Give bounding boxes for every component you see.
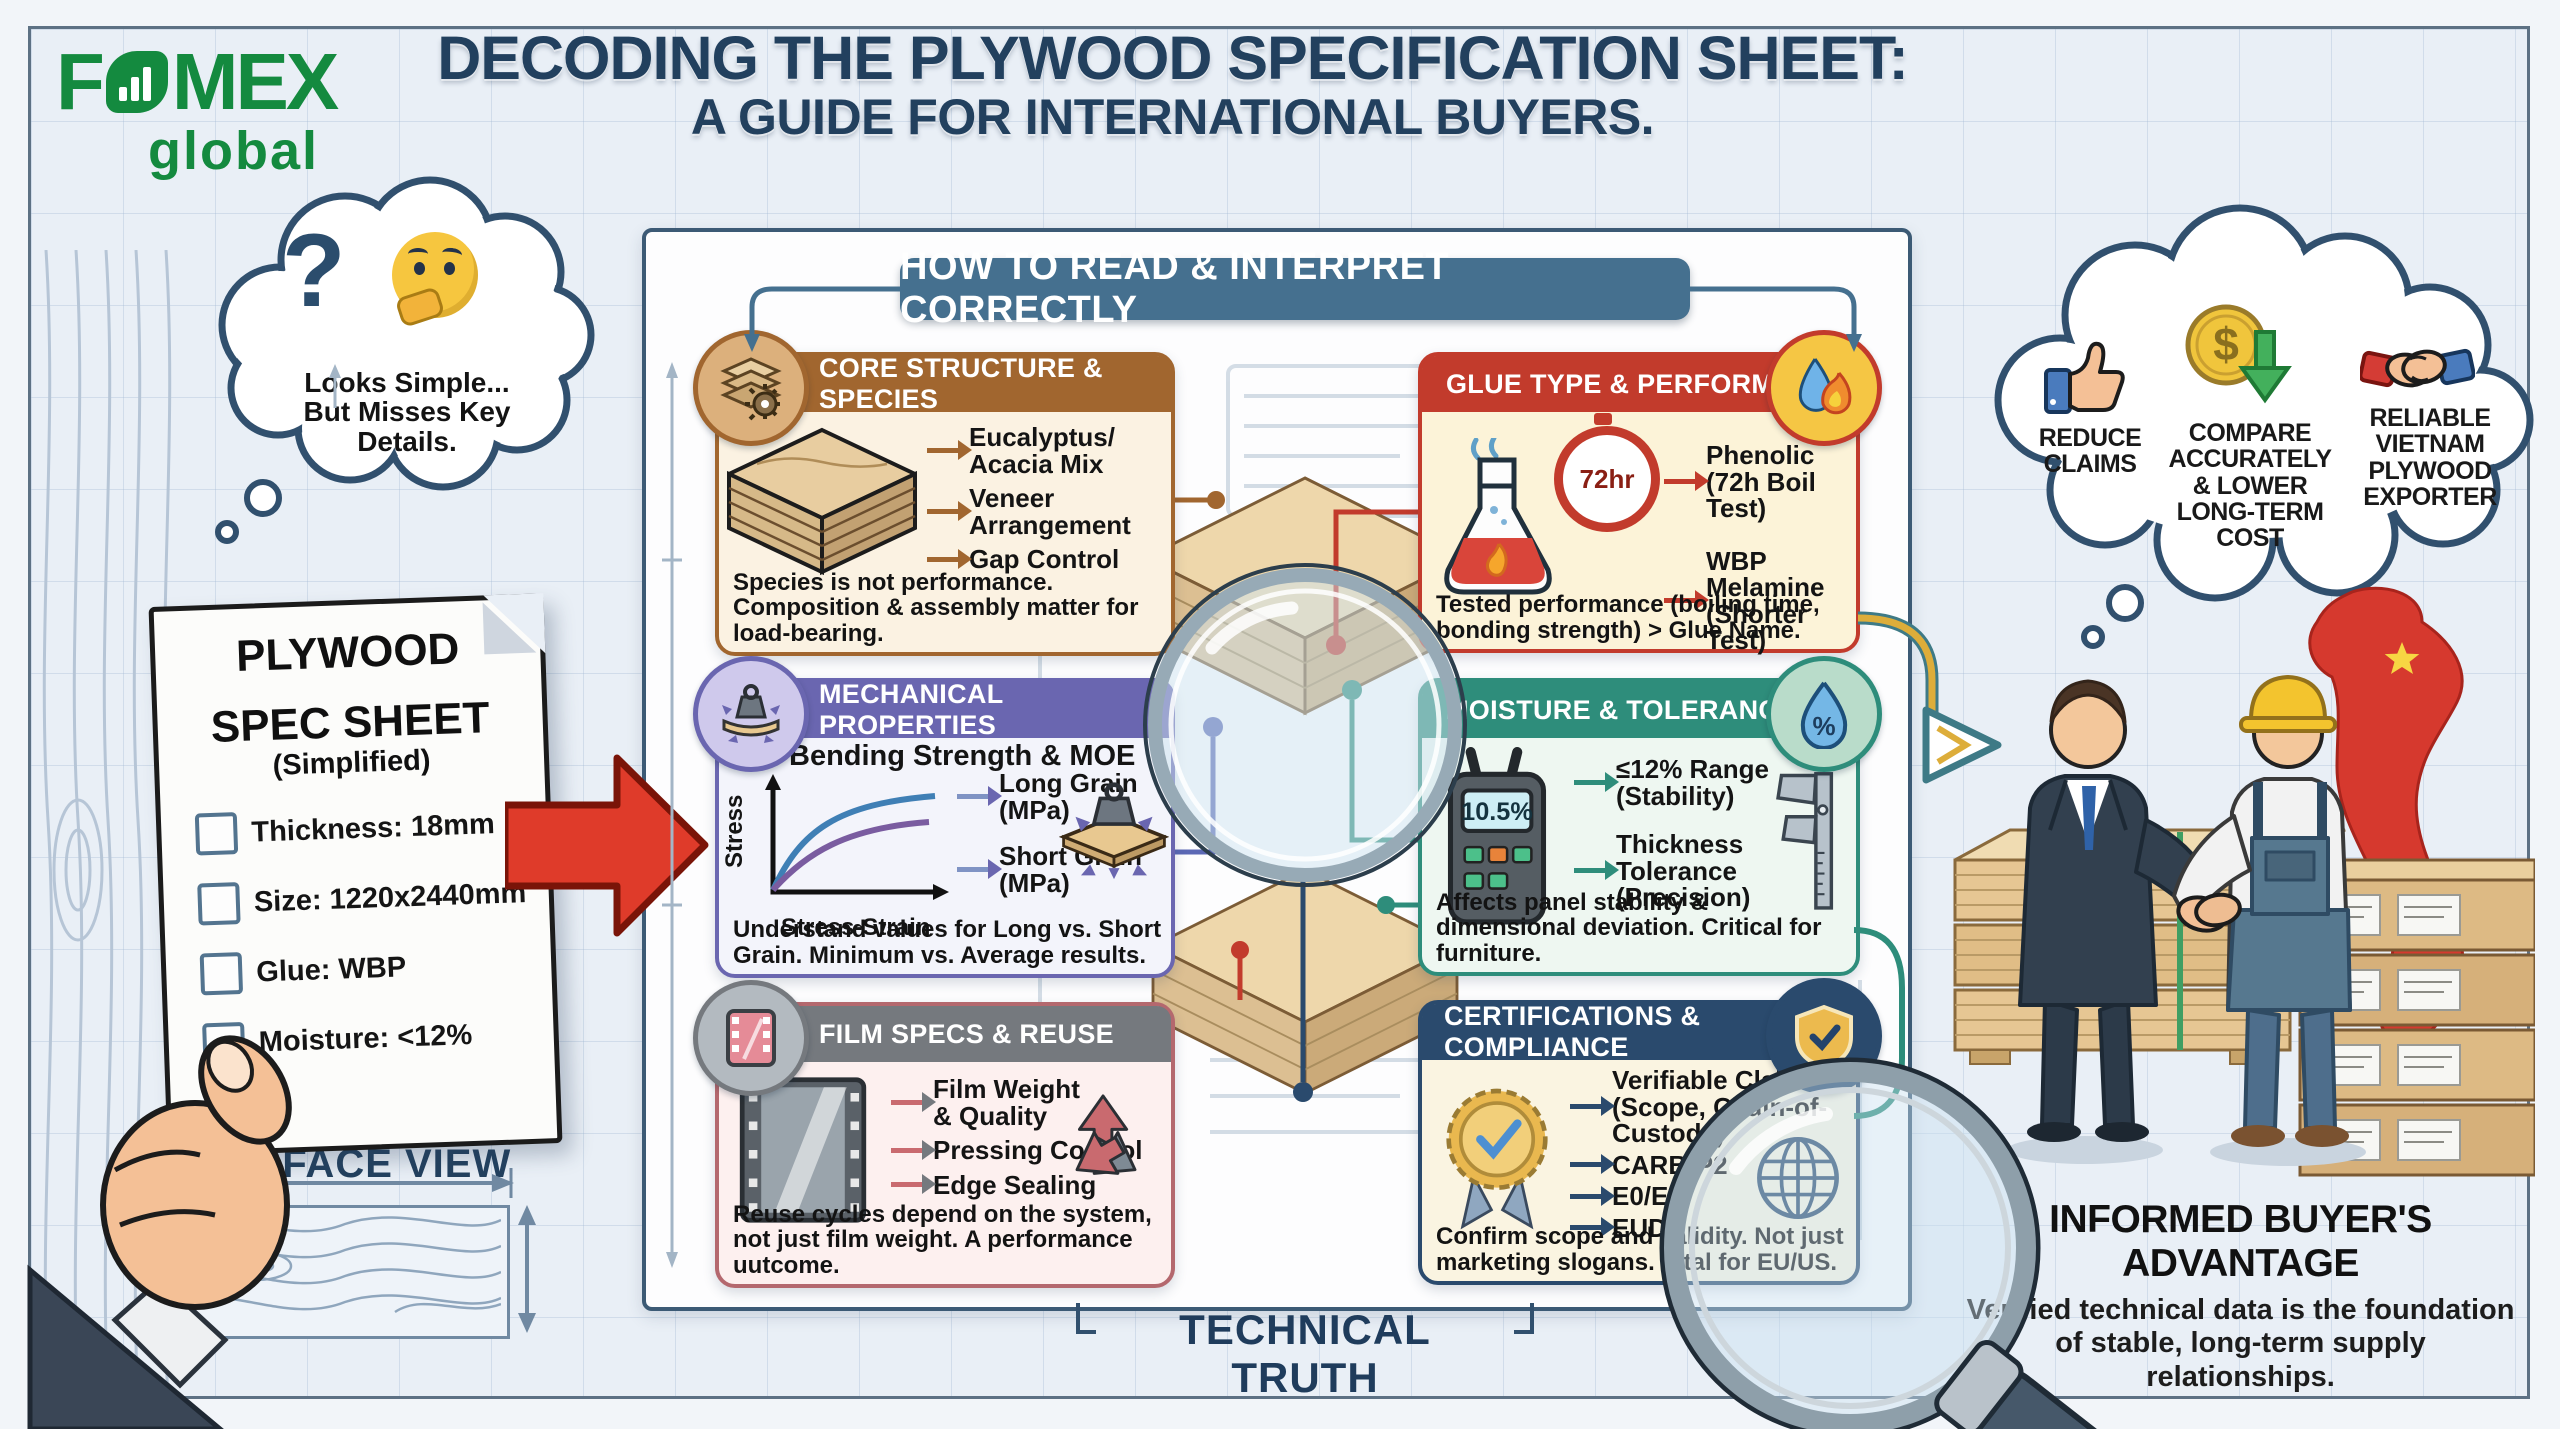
- arrow-icon: [1664, 590, 1709, 611]
- list-item: WBP Melamine (Shorter Test): [1664, 547, 1856, 654]
- question-mark: ?: [282, 213, 346, 329]
- star-icon: [2384, 642, 2420, 674]
- benefit-reduce-claims: REDUCE CLAIMS: [2038, 424, 2142, 479]
- card-footer: Tested performance (boiling time, bondin…: [1436, 591, 1820, 644]
- benefits-cloud: [1994, 204, 2534, 649]
- globe-icon: [1757, 1137, 1839, 1219]
- card-subtitle: Bending Strength & MOE: [789, 740, 1136, 772]
- card-core-structure: CORE STRUCTURE & SPECIES Eucalyptus/ Aca…: [693, 330, 1175, 656]
- informed-buyers-advantage: INFORMED BUYER'S ADVANTAGE Verified tech…: [1958, 1198, 2523, 1394]
- handshake-icon: [2360, 348, 2475, 388]
- stress-strain-chart: [765, 774, 949, 900]
- card-mechanical: MECHANICAL PROPERTIES Bending Strength &…: [693, 656, 1175, 978]
- certificate-medal-icon: [1446, 1088, 1548, 1230]
- vertical-dimension-arrow: [518, 1205, 536, 1333]
- advantage-title: INFORMED BUYER'S ADVANTAGE: [2049, 1198, 2432, 1285]
- technical-truth-label: TECHNICAL TRUTH: [1179, 1306, 1431, 1401]
- checkbox[interactable]: [194, 812, 239, 856]
- plywood-crates-stack: [2298, 858, 2535, 1177]
- card-footer: Species is not performance. Composition …: [733, 568, 1139, 647]
- arrow-icon: [927, 440, 972, 461]
- list-item: Edge Sealing: [891, 1172, 1142, 1199]
- film-strip-icon: [693, 980, 809, 1096]
- arrow-icon: [891, 1092, 936, 1113]
- fomex-logo: F MEX: [56, 36, 339, 128]
- water-drop-percent-icon: %: [1766, 656, 1882, 772]
- title-line-1: DECODING THE PLYWOOD SPECIFICATION SHEET…: [437, 24, 1909, 92]
- arrow-icon: [1574, 860, 1619, 881]
- list-item: Eucalyptus/ Acacia Mix: [927, 424, 1131, 477]
- logo-leaf-chart-icon: [105, 51, 168, 113]
- weight-on-board-icon: [693, 656, 809, 772]
- thought-cloud-left: [215, 176, 595, 544]
- spec-row-thickness: Thickness: 18mm: [194, 801, 547, 856]
- weight-load-icon: [1059, 782, 1169, 880]
- meter-value: 10.5%: [1461, 798, 1533, 826]
- arrow-icon: [891, 1174, 936, 1195]
- list-item: Thickness Tolerance (Precision): [1574, 831, 1856, 911]
- card-footer: Understand values for Long vs. Short Gra…: [733, 916, 1162, 969]
- card-certifications: CERTIFICATIONS & COMPLIANCE Verifiable C…: [1418, 978, 1882, 1285]
- supplier-worker: [2172, 675, 2352, 1147]
- boiling-flask-icon: [1444, 438, 1552, 595]
- arrow-icon: [1664, 471, 1709, 492]
- arrow-icon: [1570, 1154, 1615, 1175]
- card-glue-type: GLUE TYPE & PERFORMANCE 72hr Phenolic (7…: [1418, 330, 1882, 654]
- benefit-reliable-exporter: RELIABLE VIETNAM PLYWOOD EXPORTER: [2363, 404, 2497, 511]
- y-axis-label: Stress: [721, 794, 748, 868]
- x-axis-label: Stress-Strain: [781, 914, 931, 941]
- arrow-icon: [1570, 1185, 1615, 1206]
- arrow-icon: [1570, 1096, 1615, 1117]
- panel-header: HOW TO READ & INTERPRET CORRECTLY: [900, 246, 1690, 331]
- card-footer: Confirm scope and validity. Not just mar…: [1436, 1223, 1844, 1276]
- list-item: Film Weight & Quality: [891, 1076, 1142, 1129]
- plywood-layers-gear-icon: [693, 330, 809, 446]
- page-title: DECODING THE PLYWOOD SPECIFICATION SHEET…: [430, 26, 1915, 143]
- logo-letter-f: F: [56, 37, 105, 126]
- thought-text: Looks Simple... But Misses Key Details.: [303, 367, 511, 457]
- list-item: Long Grain (MPa): [957, 770, 1142, 823]
- arrow-icon: [1574, 772, 1619, 793]
- arrow-icon: [1570, 1217, 1615, 1238]
- arrow-icon: [927, 548, 972, 569]
- arrow-icon: [927, 501, 972, 522]
- card-footer: Affects panel stability & dimensional de…: [1436, 888, 1822, 967]
- logo-global-text: global: [148, 121, 319, 181]
- list-item: Veneer Arrangement: [927, 485, 1131, 538]
- title-line-2: A GUIDE FOR INTERNATIONAL BUYERS.: [690, 88, 1655, 145]
- list-item: ≤12% Range (Stability): [1574, 756, 1856, 809]
- list-item: Phenolic (72h Boil Test): [1664, 442, 1856, 522]
- checkbox[interactable]: [197, 882, 241, 926]
- logo-letters-mex: MEX: [171, 37, 339, 126]
- arrow-icon: [957, 786, 1002, 807]
- handshake-scene: [1953, 586, 2535, 1177]
- card-footer: Reuse cycles depend on the system, not j…: [733, 1200, 1152, 1279]
- recycle-icon: [1075, 1094, 1137, 1175]
- card-film-specs: FILM SPECS & REUSE Film Weight & Quality…: [693, 980, 1175, 1288]
- arrow-icon: [891, 1139, 936, 1160]
- list-item: Gap Control: [927, 546, 1131, 573]
- svg-text:%: %: [1812, 711, 1835, 741]
- water-fire-icon: [1766, 330, 1882, 446]
- spec-row-size: Size: 1220x2440mm: [197, 871, 549, 926]
- red-arrow-icon: [505, 754, 709, 937]
- thumbs-up-icon: [2044, 341, 2125, 414]
- hand-holding-sheet: [27, 1035, 292, 1429]
- benefit-compare-accurately: COMPARE ACCURATELY & LOWER LONG-TERM COS…: [2168, 419, 2332, 552]
- card-moisture: % MOISTURE & TOLERANCE 10.5% ≤12% Range …: [1418, 656, 1882, 976]
- plywood-block-illustration: [727, 427, 917, 576]
- stopwatch-72hr-icon: 72hr: [1554, 413, 1660, 532]
- thinking-face-icon: [392, 232, 478, 329]
- shield-check-icon: [1766, 978, 1882, 1094]
- caliper-icon: [1776, 772, 1834, 910]
- arrow-icon: [957, 859, 1002, 880]
- dollar-coin-down-arrow-icon: $: [2185, 304, 2292, 404]
- film-sheet-illustration: [739, 1077, 867, 1223]
- advantage-text: Verified technical data is the foundatio…: [1966, 1294, 2515, 1393]
- svg-text:$: $: [2213, 318, 2239, 370]
